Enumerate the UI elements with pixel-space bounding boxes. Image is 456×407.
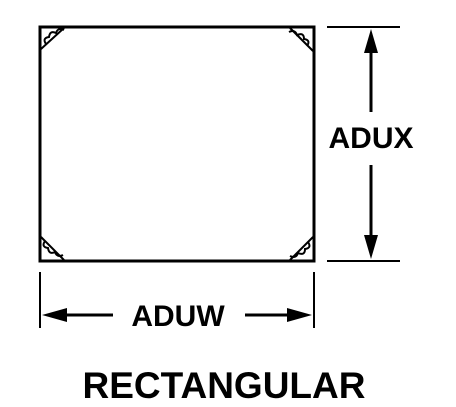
corner-bracket-top-right	[288, 27, 314, 52]
width-dimension-label: ADUW	[131, 300, 225, 333]
corner-bracket-top-left	[40, 27, 65, 50]
rectangle-outline	[38, 25, 316, 263]
shape-title: RECTANGULAR	[83, 365, 366, 406]
corner-bracket-bottom-left	[40, 236, 65, 261]
height-dimension-label: ADUX	[328, 122, 413, 155]
height-arrow-up-icon	[364, 29, 378, 53]
height-arrow-down-icon	[364, 235, 378, 259]
width-arrow-right-icon	[287, 308, 312, 322]
corner-bracket-bottom-right	[289, 236, 314, 261]
width-arrow-left-icon	[42, 308, 67, 322]
